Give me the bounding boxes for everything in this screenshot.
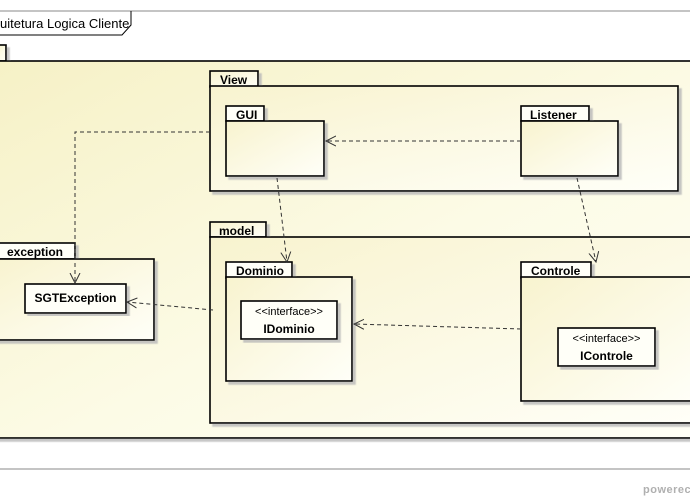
diagram-frame <box>0 10 690 470</box>
package-label-exception: exception <box>7 245 64 259</box>
package-controle[interactable] <box>520 261 690 402</box>
class-name-idominio: IDominio <box>263 322 315 336</box>
footer-watermark: powerec <box>643 484 690 496</box>
stereotype-icontrole: <<interface>> <box>572 333 641 345</box>
package-label-model: model <box>219 224 255 238</box>
class-name-sgtexception: SGTException <box>34 291 117 305</box>
dependency-gui-to-dominio <box>276 177 287 262</box>
interface-icontrole[interactable] <box>557 327 656 367</box>
package-label-view: View <box>220 73 248 87</box>
package-label-controle: Controle <box>531 264 581 278</box>
class-name-icontrole: IControle <box>580 349 633 363</box>
interface-idominio[interactable] <box>240 300 338 340</box>
diagram-title: uitetura Logica Cliente <box>0 16 130 31</box>
package-label-listener: Listener <box>530 108 577 122</box>
package-label-gui: GUI <box>236 108 258 122</box>
stereotype-idominio: <<interface>> <box>255 306 323 318</box>
class-sgtexception[interactable] <box>24 283 127 314</box>
package-gui[interactable] <box>225 105 325 177</box>
package-listener[interactable] <box>520 105 619 177</box>
package-label-dominio: Dominio <box>236 264 284 278</box>
dependency-gui-to-sgtexception <box>75 131 210 283</box>
dependency-listener-to-controle <box>576 177 596 262</box>
dependency-dominio-to-sgtexception <box>127 302 214 311</box>
